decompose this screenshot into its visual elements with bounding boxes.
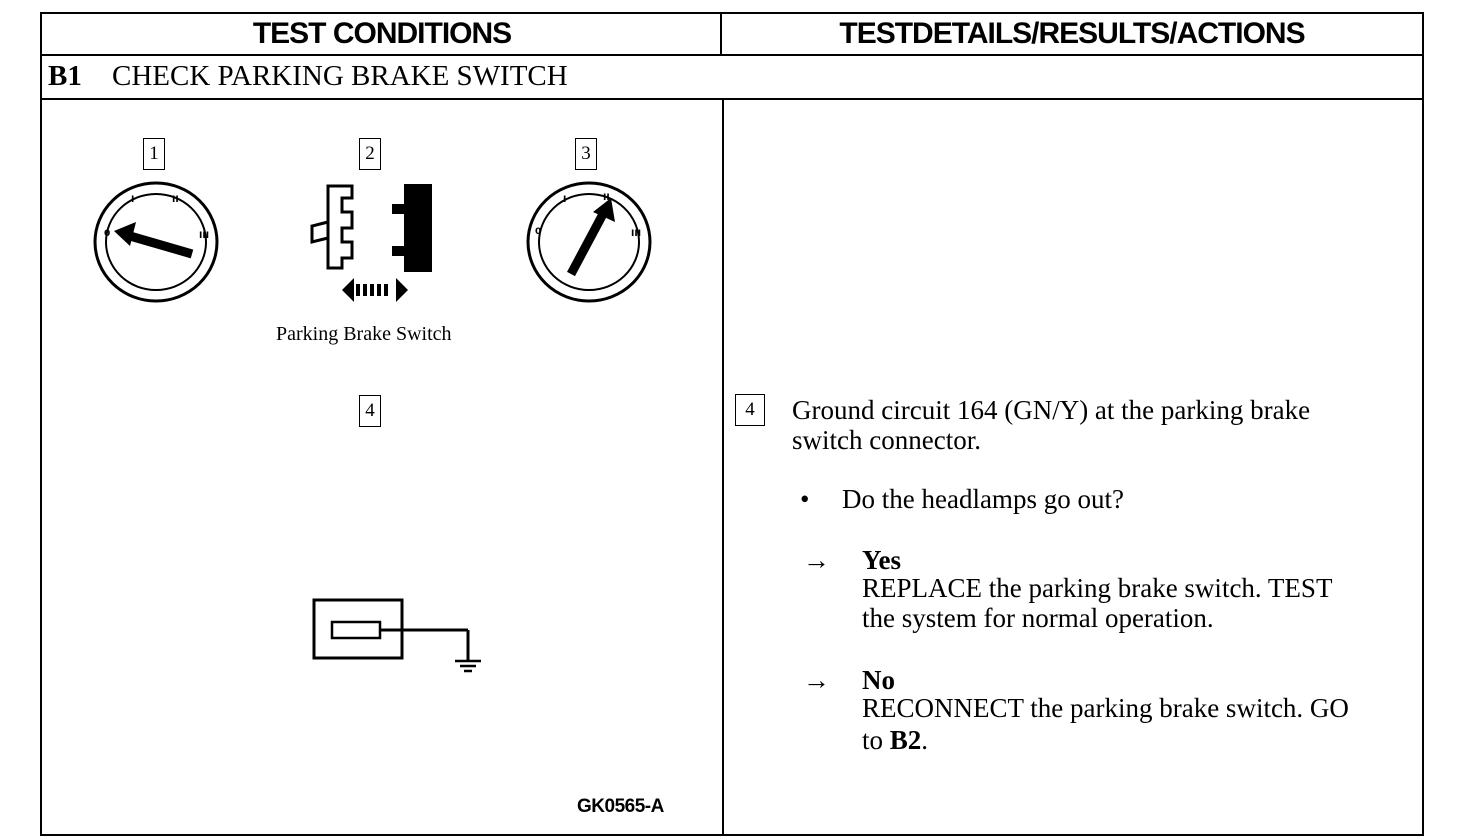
- ignition-switch-off-icon: 0 I II III: [93, 181, 219, 303]
- no-action-prefix: to: [862, 725, 890, 755]
- instruction-line-1: Ground circuit 164 (GN/Y) at the parking…: [792, 395, 1311, 425]
- yes-arrow: →: [803, 545, 830, 575]
- no-action-suffix: .: [921, 725, 929, 755]
- step-divider: [42, 98, 1422, 100]
- callout-1: 1: [143, 138, 165, 170]
- figure-code: GK0565-A: [577, 796, 664, 817]
- svg-text:0: 0: [104, 229, 110, 239]
- ignition-switch-run-icon: 0 I II III: [526, 181, 652, 303]
- test-details-header: TESTDETAILS/RESULTS/ACTIONS: [839, 17, 1305, 50]
- callout-4-details: 4: [735, 394, 765, 426]
- switch-caption: Parking Brake Switch: [276, 323, 452, 345]
- body-column-divider: [722, 100, 724, 834]
- svg-text:II: II: [172, 195, 179, 205]
- svg-text:I: I: [131, 195, 134, 205]
- header-column-divider: [720, 14, 722, 54]
- step-title-bar: B1 CHECK PARKING BRAKE SWITCH: [42, 54, 1422, 98]
- yes-label: Yes: [862, 545, 901, 575]
- step-code: B1: [48, 59, 82, 92]
- question-text: Do the headlamps go out?: [842, 484, 1124, 514]
- test-procedure-table: TEST CONDITIONS TESTDETAILS/RESULTS/ACTI…: [40, 12, 1424, 836]
- no-action-line-1: RECONNECT the parking brake switch. GO: [862, 693, 1349, 723]
- yes-action-line-2: the system for normal operation.: [862, 603, 1214, 633]
- instruction-line-2: switch connector.: [792, 425, 981, 455]
- callout-2: 2: [359, 138, 381, 170]
- step-title: CHECK PARKING BRAKE SWITCH: [112, 59, 568, 92]
- svg-text:II: II: [603, 193, 610, 203]
- svg-text:0: 0: [535, 227, 541, 237]
- yes-action-line-1: REPLACE the parking brake switch. TEST: [862, 573, 1333, 603]
- bullet: •: [800, 484, 810, 514]
- no-arrow: →: [803, 665, 830, 695]
- callout-3: 3: [575, 138, 597, 170]
- ground-circuit-icon: [312, 598, 481, 673]
- no-label: No: [862, 665, 895, 695]
- svg-text:III: III: [631, 229, 641, 239]
- callout-4-figure: 4: [359, 395, 381, 427]
- svg-text:III: III: [199, 231, 209, 241]
- connector-disconnect-icon: [310, 184, 432, 302]
- next-step-link[interactable]: B2: [889, 725, 922, 755]
- header-divider: [42, 54, 1422, 56]
- no-action-line-2: to B2.: [862, 725, 928, 755]
- test-conditions-header: TEST CONDITIONS: [252, 17, 512, 50]
- svg-text:I: I: [563, 195, 566, 205]
